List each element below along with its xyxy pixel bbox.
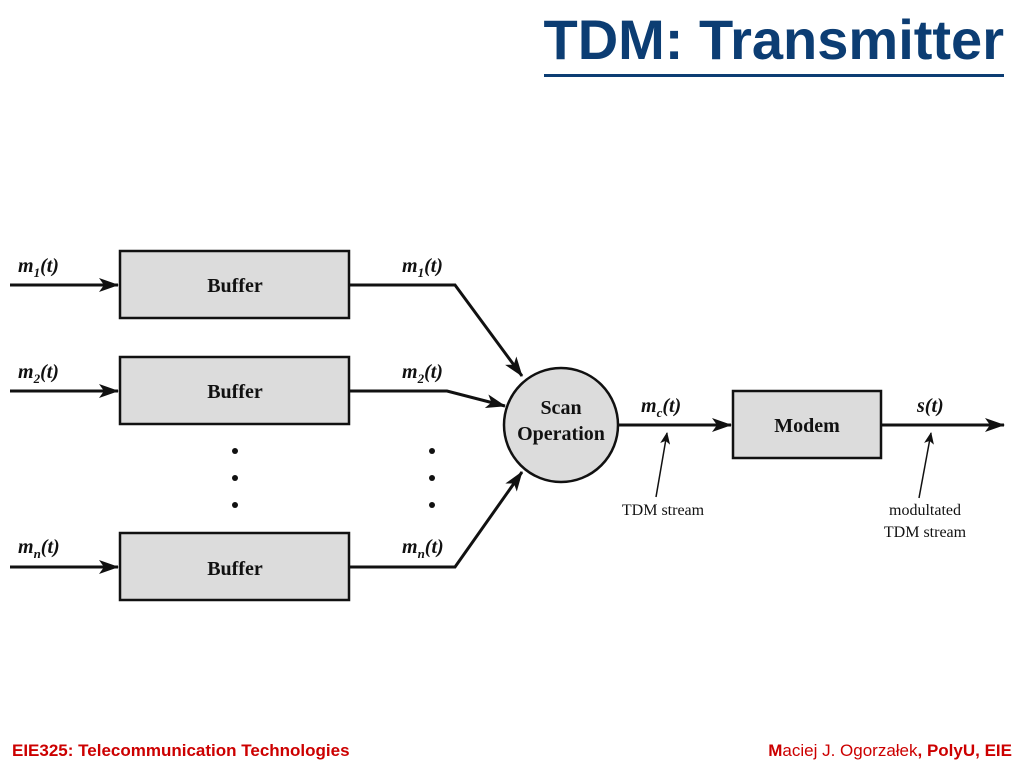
input-label-1: m1(t): [18, 255, 59, 280]
tdm-stream-label: TDM stream: [622, 502, 705, 519]
ellipsis-dots-left: [232, 448, 238, 508]
tdm-stream-pointer: [655, 432, 671, 498]
modulated-label-line2: TDM stream: [884, 524, 967, 541]
footer-author-initial: M: [768, 741, 783, 760]
footer-author: Maciej J. Ogorzałek, PolyU, EIE: [768, 741, 1012, 761]
buffer-box-1: [118, 249, 351, 320]
footer-course: EIE325: Telecommunication Technologies: [12, 741, 350, 760]
input-label-2: m2(t): [18, 361, 59, 386]
modulated-label-line1: modultated: [889, 502, 961, 519]
input-label-n: mn(t): [18, 536, 60, 561]
buffer-label-2: Buffer: [207, 381, 263, 403]
modulated-stream-pointer: [918, 432, 934, 499]
buffer-output-label-1: m1(t): [402, 255, 443, 280]
modem-label: Modem: [774, 415, 840, 437]
buffer-box-n: [118, 531, 351, 602]
composite-label: mc(t): [641, 395, 681, 420]
buffer-output-arrow-2: [349, 389, 506, 409]
buffer-output-label-2: m2(t): [402, 361, 443, 386]
footer-author-name: aciej J. Ogorzałek: [782, 741, 918, 760]
buffer-box-2: [118, 355, 351, 426]
buffer-output-label-n: mn(t): [402, 536, 444, 561]
buffer-label-n: Buffer: [207, 558, 263, 580]
buffer-output-arrow-n: [349, 471, 524, 569]
buffer-output-arrow-1: [349, 283, 524, 377]
scan-label-line2: Operation: [517, 423, 605, 445]
ellipsis-dots-right: [429, 448, 435, 508]
slide-title: TDM: Transmitter: [543, 6, 1004, 77]
footer-affiliation: , PolyU, EIE: [917, 741, 1012, 760]
buffer-label-1: Buffer: [207, 275, 263, 297]
scan-label-line1: Scan: [540, 397, 581, 419]
output-label: s(t): [916, 395, 944, 417]
